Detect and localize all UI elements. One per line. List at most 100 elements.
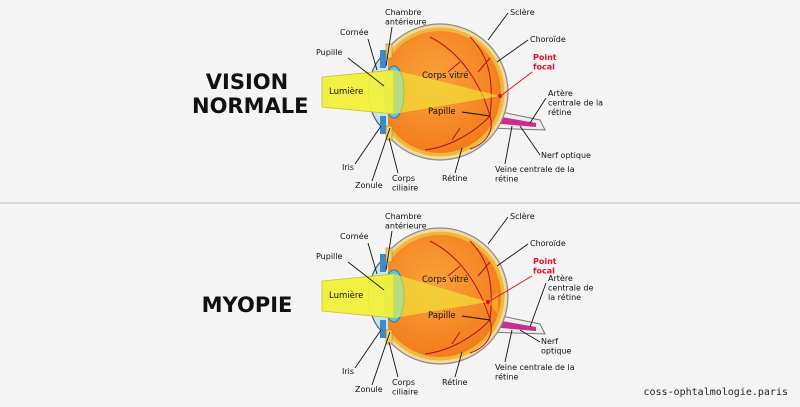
label-papille-line: Papille <box>428 107 456 117</box>
site-credit: coss-ophtalmologie.paris <box>643 387 789 398</box>
leader-retine <box>454 351 463 378</box>
label-lumiere-line: Lumière <box>329 86 363 97</box>
vessel <box>469 319 492 354</box>
leader-zonule <box>371 331 391 386</box>
label-corps-ciliaire-line: ciliaire <box>392 184 418 193</box>
retinal-vessels <box>424 36 492 151</box>
vessel <box>424 319 491 355</box>
vessel <box>469 240 492 321</box>
label-corps-ciliaire-line: Corps <box>392 378 415 387</box>
label-choroide: Choroïde <box>530 35 566 44</box>
leader-point-focal <box>489 275 533 302</box>
label-cornee-line: Cornée <box>340 27 369 37</box>
leader-chambre <box>385 26 393 67</box>
focal-point <box>485 299 491 305</box>
leader-retine <box>454 147 463 174</box>
leader-nerf <box>519 329 541 343</box>
label-corps-vitre: Corps vitré <box>422 274 468 285</box>
label-choroide-line: Choroïde <box>530 35 566 44</box>
label-papille-line: Papille <box>428 311 456 321</box>
label-cornee: Cornée <box>340 231 369 241</box>
vessel <box>429 36 491 117</box>
label-cornee-line: Cornée <box>340 231 369 241</box>
vessel <box>451 331 461 345</box>
ciliary-lower <box>385 125 393 141</box>
label-artere-centrale-line: la rétine <box>548 292 581 302</box>
leader-nerf <box>519 125 541 156</box>
label-iris-line: Iris <box>342 367 354 376</box>
vessel <box>447 265 461 277</box>
retinal-vessels <box>424 240 492 355</box>
focused-light-cone <box>394 274 488 318</box>
label-iris: Iris <box>342 367 354 376</box>
label-point-focal-line: focal <box>533 63 555 72</box>
label-retine-line: Rétine <box>442 377 468 387</box>
label-artere-centrale-line: rétine <box>548 107 571 117</box>
label-artere-centrale-line: centrale de <box>548 284 593 293</box>
leader-artere <box>529 282 547 328</box>
heading-line: NORMALE <box>192 94 309 119</box>
label-sclere-line: Sclère <box>510 211 535 221</box>
iris-lower <box>380 320 386 338</box>
focused-light-cone <box>394 70 500 114</box>
label-zonule: Zonule <box>355 181 383 190</box>
label-retine: Rétine <box>442 377 468 387</box>
leader-cornee <box>367 242 378 275</box>
label-sclere: Sclère <box>510 7 535 17</box>
label-corps-vitre-line: Corps vitré <box>422 70 468 81</box>
label-nerf-optique-line: Nerf optique <box>541 151 591 160</box>
label-veine-centrale-line: Veine centrale de la <box>495 363 575 372</box>
label-choroide: Choroïde <box>530 239 566 248</box>
label-nerf-optique-line: Nerf <box>541 337 558 346</box>
label-corps-vitre: Corps vitré <box>422 70 468 81</box>
label-veine-centrale-line: rétine <box>495 372 518 382</box>
label-veine-centrale-line: rétine <box>495 174 518 184</box>
leader-choroide <box>496 243 529 267</box>
label-sclere: Sclère <box>510 211 535 221</box>
heading-line: VISION <box>205 70 289 94</box>
leader-choroide <box>496 39 529 63</box>
leader-sclere <box>487 12 509 41</box>
iris-lower <box>380 116 386 134</box>
label-pupille-line: Pupille <box>316 48 343 57</box>
iris-upper <box>380 50 386 68</box>
label-iris-line: Iris <box>342 163 354 172</box>
ciliary-lower <box>385 329 393 345</box>
leader-chambre <box>385 230 393 271</box>
label-chambre-anterieure-line: Chambre <box>385 212 422 221</box>
iris-upper <box>380 254 386 272</box>
vessel <box>451 127 461 141</box>
label-point-focal-line: Point <box>533 53 557 62</box>
heading-vision-normale: VISION NORMALE <box>192 70 309 119</box>
vessel <box>429 240 491 321</box>
label-artere-centrale-line: centrale de la <box>548 99 603 108</box>
label-cornee: Cornée <box>340 27 369 37</box>
label-iris: Iris <box>342 163 354 172</box>
leader-iris <box>354 125 382 165</box>
label-chambre-anterieure-line: Chambre <box>385 8 422 17</box>
label-sclere-line: Sclère <box>510 7 535 17</box>
label-point-focal-line: focal <box>533 267 555 276</box>
label-zonule-line: Zonule <box>355 385 383 394</box>
label-choroide-line: Choroïde <box>530 239 566 248</box>
leader-corps-ciliaire <box>388 341 399 378</box>
label-point-focal-line: Point <box>533 257 557 266</box>
label-pupille-line: Pupille <box>316 252 343 261</box>
label-corps-vitre-line: Corps vitré <box>422 274 468 285</box>
heading-line: MYOPIE <box>201 293 293 317</box>
label-veine-centrale-line: Veine centrale de la <box>495 165 575 174</box>
